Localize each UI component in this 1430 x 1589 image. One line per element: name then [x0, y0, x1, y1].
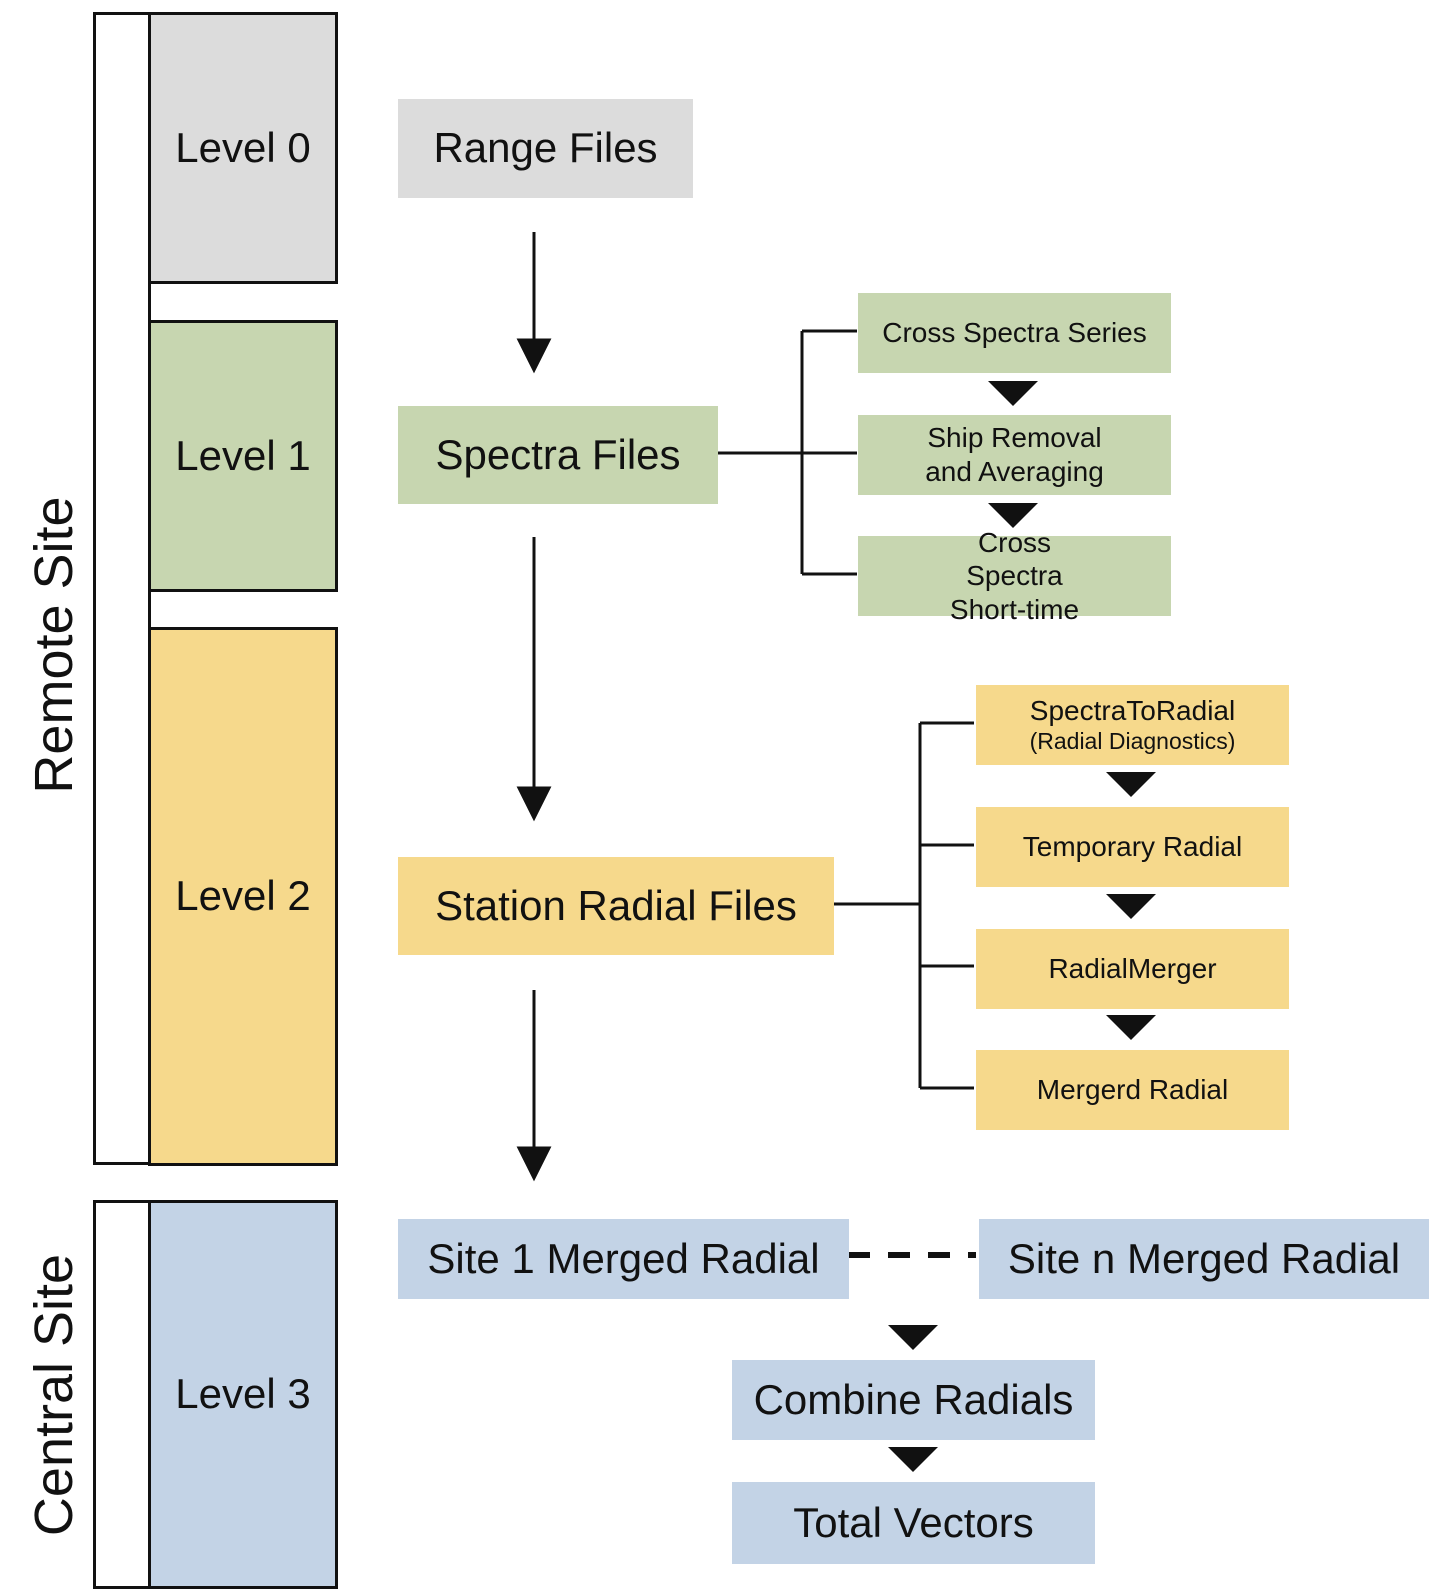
- cross-spectra-series-box: Cross Spectra Series: [858, 293, 1171, 373]
- site-1-merged-radial-box: Site 1 Merged Radial: [398, 1219, 849, 1299]
- triangle-radial-1: [1106, 772, 1156, 797]
- arrowhead-station-to-site1: [516, 1146, 552, 1182]
- range-files-box: Range Files: [398, 99, 693, 198]
- spectra-files-box: Spectra Files: [398, 406, 718, 504]
- temporary-radial-box: Temporary Radial: [976, 807, 1289, 887]
- total-vectors-box: Total Vectors: [732, 1482, 1095, 1564]
- level-0-box: Level 0: [148, 12, 338, 284]
- triangle-spectra-1: [988, 381, 1038, 406]
- central-site-bracket: [93, 1200, 151, 1589]
- remote-site-label: Remote Site: [24, 496, 84, 794]
- arrowhead-spectra-to-station: [516, 786, 552, 822]
- step-triangles: [888, 381, 1156, 1472]
- triangle-radial-3: [1106, 1015, 1156, 1040]
- central-site-label: Central Site: [24, 1253, 84, 1537]
- remote-site-bracket: [93, 12, 151, 1165]
- merged-radial-box: Mergerd Radial: [976, 1050, 1289, 1130]
- cross-spectra-short-time-box: Cross Spectra Short-time: [858, 527, 1171, 625]
- triangle-combine-to-total: [888, 1447, 938, 1472]
- station-radial-files-box: Station Radial Files: [398, 857, 834, 955]
- ship-removal-box: Ship Removal and Averaging: [858, 415, 1171, 495]
- triangle-spectra-2: [988, 503, 1038, 528]
- site-n-merged-radial-box: Site n Merged Radial: [979, 1219, 1429, 1299]
- arrowhead-range-to-spectra: [516, 338, 552, 374]
- triangle-merge-to-combine: [888, 1325, 938, 1350]
- triangle-radial-2: [1106, 894, 1156, 919]
- level-3-box: Level 3: [148, 1200, 338, 1589]
- spectra-to-radial-label: SpectraToRadial: [1029, 695, 1236, 727]
- radial-merger-box: RadialMerger: [976, 929, 1289, 1009]
- radial-bracket-lines: [832, 721, 974, 1090]
- combine-radials-box: Combine Radials: [732, 1360, 1095, 1440]
- level-1-box: Level 1: [148, 320, 338, 592]
- main-flow-arrows: [516, 232, 552, 1182]
- radial-diagnostics-note: (Radial Diagnostics): [1029, 728, 1236, 754]
- spectra-to-radial-box: SpectraToRadial (Radial Diagnostics): [976, 685, 1289, 765]
- spectra-bracket-lines: [716, 329, 857, 576]
- level-2-box: Level 2: [148, 627, 338, 1166]
